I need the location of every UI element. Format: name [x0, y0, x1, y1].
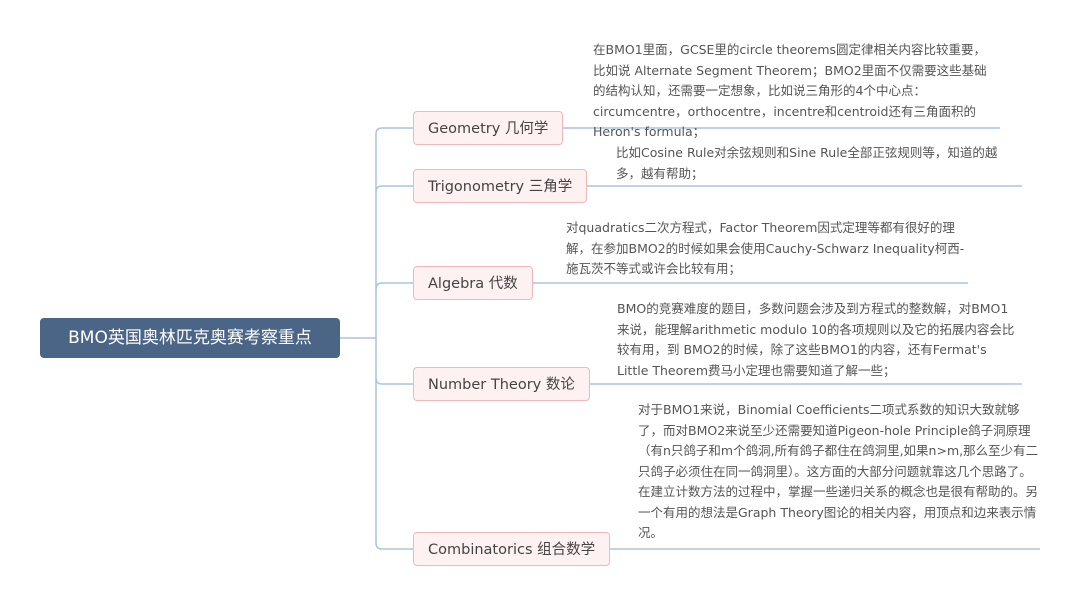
note-geometry: 在BMO1里面，GCSE里的circle theorems圆定律相关内容比较重要… [593, 42, 987, 139]
note-algebra: 对quadratics二次方程式，Factor Theorem因式定理等都有很好… [566, 220, 965, 276]
branch-algebra[interactable]: Algebra 代数 [413, 266, 533, 300]
root-topic[interactable]: BMO英国奥林匹克奥赛考察重点 [40, 318, 340, 358]
connector-spine [375, 127, 383, 550]
branch-geometry[interactable]: Geometry 几何学 [413, 111, 564, 145]
branch-combinatorics[interactable]: Combinatorics 组合数学 [413, 532, 611, 566]
note-trigonometry: 比如Cosine Rule对余弦规则和Sine Rule全部正弦规则等，知道的越… [616, 145, 998, 181]
branch-trigonometry[interactable]: Trigonometry 三角学 [413, 169, 588, 203]
connector-algebra [375, 282, 413, 290]
note-number-theory: BMO的竞赛难度的题目，多数问题会涉及到方程式的整数解，对BMO1来说，能理解a… [617, 301, 1015, 378]
branch-number-theory[interactable]: Number Theory 数论 [413, 367, 590, 401]
connector-number-theory [375, 377, 413, 385]
connector-trigonometry [375, 185, 413, 193]
note-combinatorics: 对于BMO1来说，Binomial Coefficients二项式系数的知识大致… [638, 402, 1039, 540]
